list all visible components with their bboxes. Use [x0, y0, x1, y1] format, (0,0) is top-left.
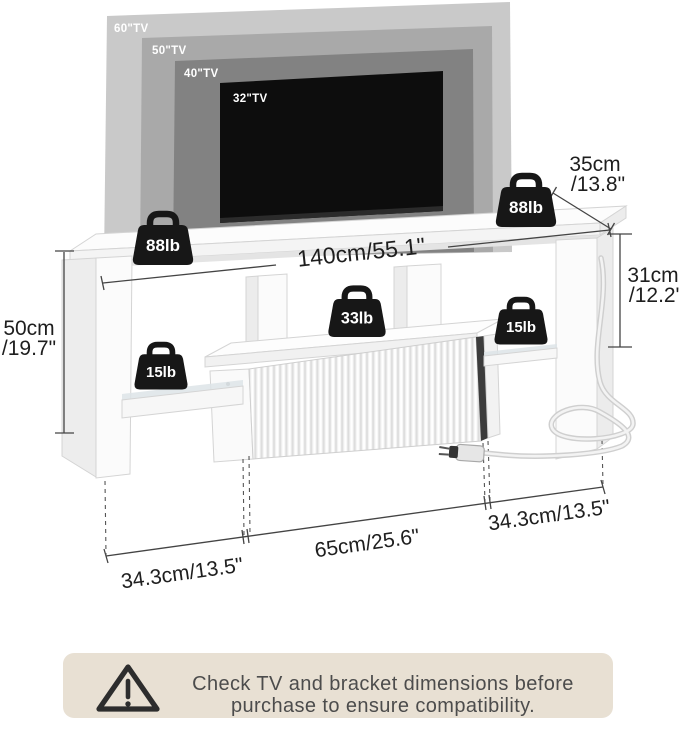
weight-badges: 88lb 88lb 33lb 15lb 15lb [132, 172, 557, 390]
dimension-bottom-line [103, 479, 606, 564]
dimension-label-bottom-middle: 65cm/25.6" [313, 525, 421, 562]
stand-top-glass-edge [70, 235, 600, 269]
dimension-annotations [55, 186, 632, 564]
weight-badge-middle-shelf: 33lb [328, 285, 386, 337]
tv-size-overlay: 60"TV 50"TV 40"TV 32"TV [104, 2, 512, 260]
badge-label: 88lb [509, 198, 543, 217]
weight-badge-left-shelf: 15lb [134, 341, 188, 390]
left-leg-side-face [61, 257, 97, 478]
dimension-label-depth-line1: 35cm [569, 153, 620, 176]
dimension-label-opening-height-line1: 31cm [627, 264, 678, 287]
dimension-label-depth-line2: /13.8" [571, 173, 625, 196]
tv-size-label-32: 32"TV [233, 93, 267, 105]
weight-badge-top-left: 88lb [132, 210, 194, 265]
badge-label: 33lb [341, 310, 373, 328]
tv-size-label-50: 50"TV [152, 45, 186, 57]
cord-highlight [482, 256, 635, 458]
tv-stand-illustration [61, 205, 628, 479]
left-shelf [121, 380, 244, 419]
weight-badge-right-shelf: 15lb [494, 296, 548, 345]
dimension-overall-height-line [55, 250, 74, 434]
dimension-label-bottom-left: 34.3cm/13.5" [120, 554, 245, 594]
tv-bottom-strip [220, 206, 443, 223]
right-leg-front-face [555, 237, 598, 460]
power-plug-icon [438, 443, 485, 463]
weight-badge-top-right: 88lb [495, 172, 557, 227]
dimension-label-opening-height-line2: /12.2" [629, 284, 679, 307]
warning-banner: Check TV and bracket dimensions before p… [63, 653, 613, 718]
warning-triangle-icon [96, 664, 160, 712]
dimension-width-line [100, 222, 612, 291]
badge-label: 88lb [146, 236, 180, 255]
right-shelf [483, 344, 558, 367]
badge-label: 15lb [506, 319, 536, 336]
tv-screen [220, 71, 443, 223]
warning-banner-background [63, 653, 613, 718]
dimension-label-overall-height-line2: /19.7" [2, 337, 56, 360]
left-leg-front-face [95, 255, 133, 479]
dimension-opening-height-line [608, 233, 632, 348]
stand-top-board [68, 205, 628, 269]
tv-size-label-40: 40"TV [184, 68, 218, 80]
power-cord [438, 255, 636, 463]
warning-text-line1: Check TV and bracket dimensions before [192, 673, 574, 695]
warning-text-line2: purchase to ensure compatibility. [231, 695, 535, 717]
dimension-label-overall-height-line1: 50cm [3, 317, 54, 340]
dimension-label-bottom-right: 34.3cm/13.5" [487, 496, 612, 536]
tv-size-label-60: 60"TV [114, 23, 148, 35]
center-cabinet [204, 318, 504, 463]
left-shelf-board [121, 385, 244, 419]
right-shelf-board [483, 347, 558, 367]
stand-left-leg [61, 255, 133, 479]
badge-label: 15lb [146, 364, 176, 381]
